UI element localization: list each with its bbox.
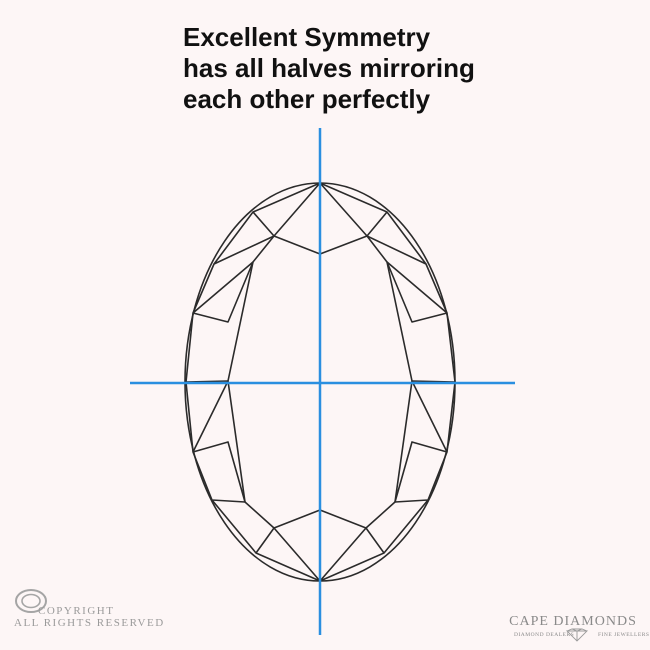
rights-reserved-text: ALL RIGHTS RESERVED: [14, 617, 165, 629]
brand-tagline-left: DIAMOND DEALERS: [514, 632, 575, 638]
diamond-icon: [565, 628, 589, 642]
brand-tagline-right: FINE JEWELLERS: [598, 632, 650, 638]
brand-logo: CAPE DIAMONDS DIAMOND DEALERS FINE JEWEL…: [500, 614, 650, 644]
copyright-icon: [15, 589, 47, 613]
diagram-heading: Excellent Symmetry has all halves mirror…: [183, 22, 475, 115]
heading-line-2: has all halves mirroring: [183, 53, 475, 83]
copyright-text: COPYRIGHT: [38, 605, 115, 617]
brand-name: CAPE DIAMONDS: [509, 614, 637, 629]
heading-line-1: Excellent Symmetry: [183, 22, 431, 52]
copyright-watermark: COPYRIGHT ALL RIGHTS RESERVED: [14, 588, 163, 629]
heading-line-3: each other perfectly: [183, 84, 431, 114]
